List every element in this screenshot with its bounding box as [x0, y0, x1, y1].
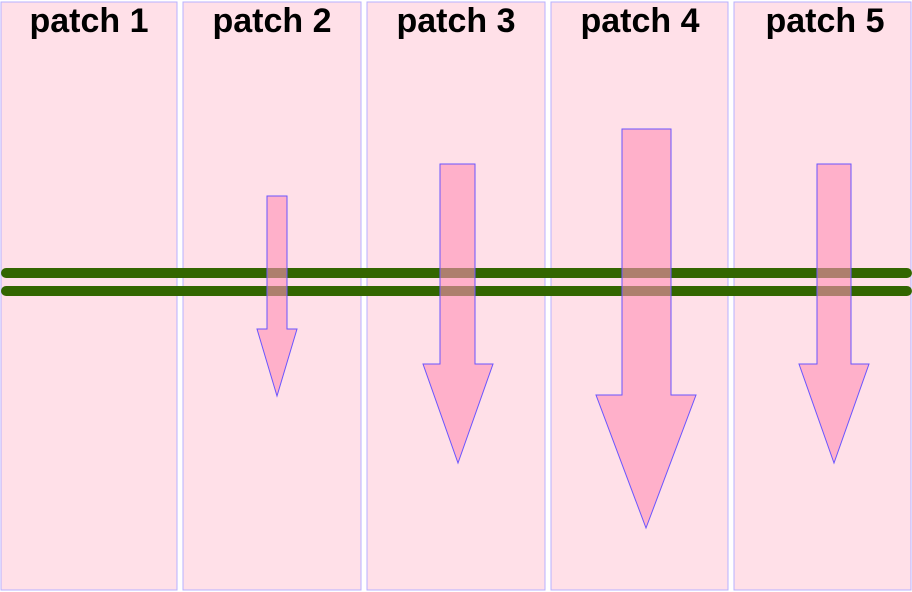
- patch-2-down-arrow-icon: [256, 195, 298, 398]
- patch-3-title: patch 3: [396, 2, 515, 40]
- patch-1-title: patch 1: [29, 2, 148, 40]
- arrows-layer: [256, 128, 870, 530]
- patch-2-title: patch 2: [212, 2, 331, 40]
- patch-4-title: patch 4: [580, 2, 699, 40]
- patch-5-down-arrow-icon: [798, 163, 870, 465]
- patch-4-down-arrow-icon: [595, 128, 697, 530]
- patch-5-title: patch 5: [765, 2, 884, 40]
- patch-3-down-arrow-icon: [422, 163, 494, 465]
